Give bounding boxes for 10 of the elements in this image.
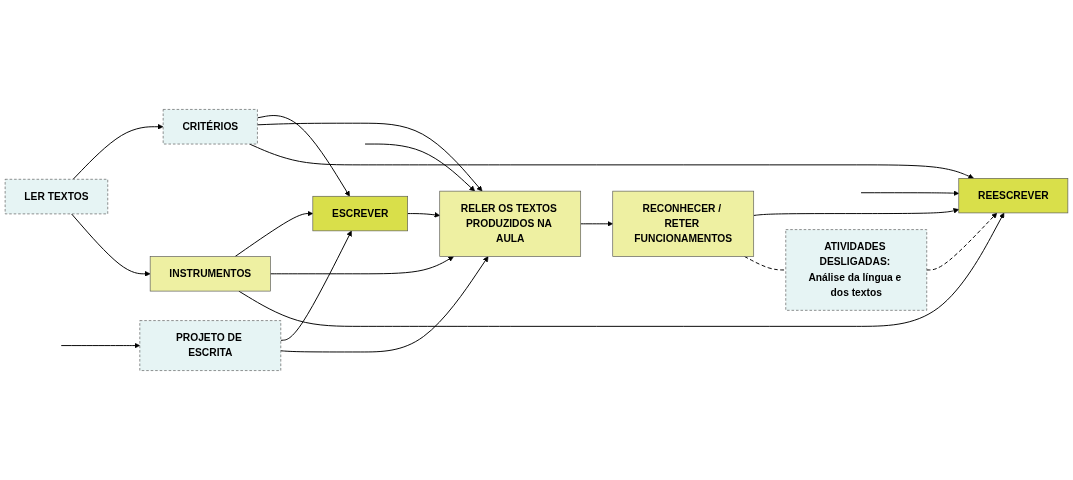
node-box: CRITÉRIOS: [162, 109, 258, 145]
node-box: PROJETO DE ESCRITA: [139, 320, 282, 371]
node-box: RELER OS TEXTOS PRODUZIDOS NA AULA: [439, 190, 582, 257]
node-box: ATIVIDADES DESLIGADAS: Análise da língua e dos textos: [785, 229, 928, 311]
node-box: ESCREVER: [312, 195, 408, 232]
connector: [744, 256, 787, 271]
node-box: INSTRUMENTOS: [149, 256, 271, 292]
node-box: LER TEXTOS: [4, 178, 109, 215]
node-box: REESCREVER: [958, 178, 1069, 214]
node-box: RECONHECER / RETER FUNCIONAMENTOS: [612, 190, 755, 257]
